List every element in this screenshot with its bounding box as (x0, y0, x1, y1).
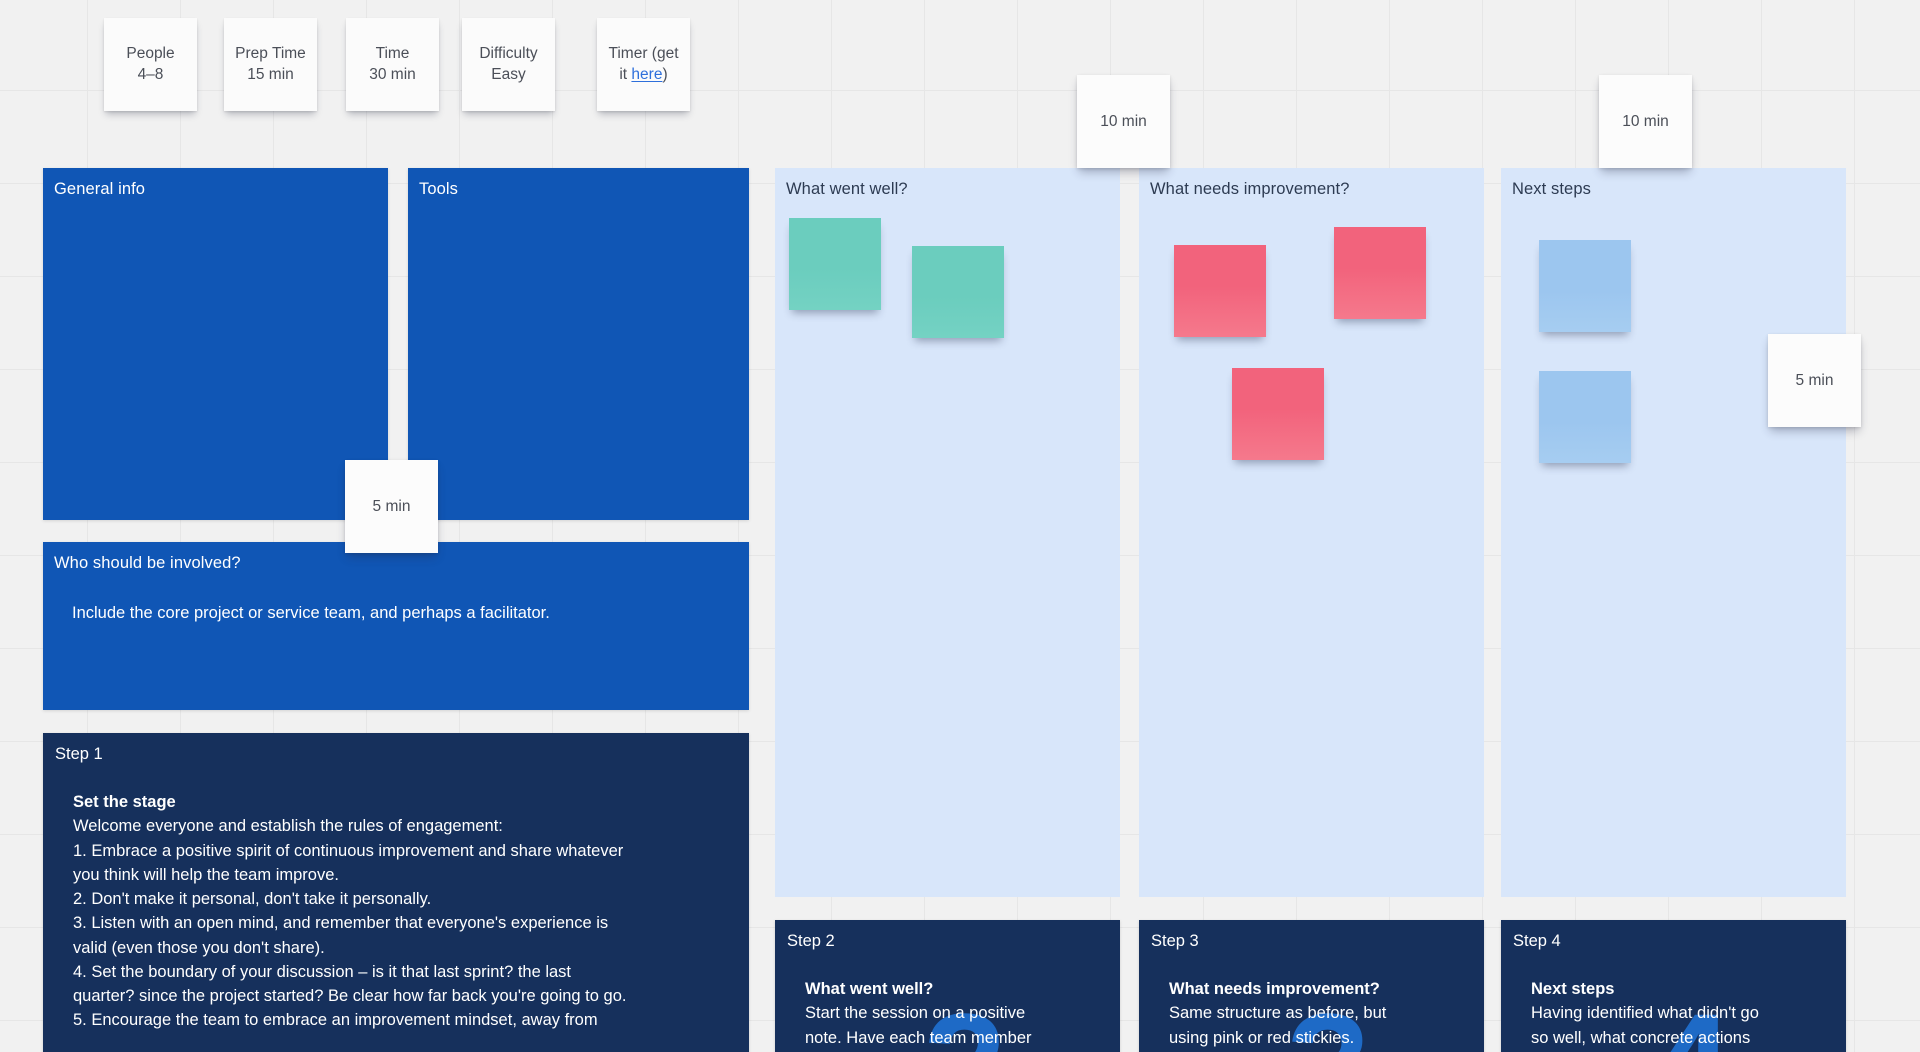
timer-card-label: 10 min (1100, 112, 1147, 130)
panel-who-should-be-involved: Who should be involved? Include the core … (43, 542, 749, 710)
step-heading: What needs improvement? (1169, 980, 1380, 998)
sticky-note-pink[interactable] (1334, 227, 1426, 319)
step-body-line: Having identified what didn't go (1531, 1004, 1759, 1023)
meta-card-value: 15 min (247, 65, 294, 83)
meta-card-value: Easy (491, 65, 526, 83)
meta-card-label: Timer (get (608, 44, 679, 62)
step-body-line: 1. Embrace a positive spirit of continuo… (73, 841, 624, 860)
step-label: Step 1 (55, 745, 103, 763)
meta-card-label: Prep Time (235, 44, 306, 62)
column-title: What went well? (786, 180, 908, 198)
column-title: Next steps (1512, 180, 1591, 198)
timer-card-label: 5 min (1795, 371, 1834, 389)
meta-card-value: it here) (619, 65, 668, 83)
meta-card-timer-get[interactable]: Timer (get it here) (597, 18, 690, 111)
sticky-note-blue[interactable] (1539, 371, 1631, 463)
meta-card-value: 30 min (369, 65, 416, 83)
step-label: Step 4 (1513, 932, 1561, 950)
column-title: What needs improvement? (1150, 180, 1350, 198)
column-what-needs-improvement: What needs improvement? (1139, 168, 1484, 897)
timer-card[interactable]: 5 min (345, 460, 438, 553)
meta-card-label: Difficulty (479, 44, 538, 62)
sticky-note-teal[interactable] (912, 246, 1004, 338)
step-heading: Set the stage (73, 793, 176, 811)
step-body-line: 5. Encourage the team to embrace an impr… (73, 1011, 598, 1030)
column-next-steps: Next steps (1501, 168, 1846, 897)
timer-card-label: 10 min (1622, 112, 1669, 130)
panel-general-info: General info (43, 168, 388, 520)
step-body: What went well? Start the session on a po… (787, 977, 1108, 1050)
step-body-line: 3. Listen with an open mind, and remembe… (73, 914, 609, 933)
meta-card-prep-time[interactable]: Prep Time 15 min (224, 18, 317, 111)
column-what-went-well: What went well? (775, 168, 1120, 897)
step-body-line: Start the session on a positive (805, 1004, 1026, 1023)
step-label: Step 3 (1151, 932, 1199, 950)
meta-card-label: People (126, 44, 175, 62)
step-body-line: using pink or red stickies. (1169, 1028, 1355, 1047)
step-body-line: valid (even those you don't share). (73, 938, 325, 957)
step-body-line: note. Have each team member (805, 1028, 1032, 1047)
sticky-note-pink[interactable] (1174, 245, 1266, 337)
step-heading: Next steps (1531, 980, 1615, 998)
panel-body: Include the core project or service team… (72, 604, 550, 622)
meta-card-inner: Prep Time 15 min (229, 44, 312, 85)
panel-tools: Tools (408, 168, 749, 520)
step-label: Step 2 (787, 932, 835, 950)
timer-link[interactable]: here (631, 65, 663, 83)
meta-card-label: Time (375, 44, 410, 62)
meta-card-people[interactable]: People 4–8 (104, 18, 197, 111)
meta-card-time[interactable]: Time 30 min (346, 18, 439, 111)
step-body-line: 2. Don't make it personal, don't take it… (73, 890, 432, 908)
step-body-line: so well, what concrete actions (1531, 1028, 1751, 1047)
step-body-line: you think will help the team improve. (73, 865, 339, 884)
step-body-line: Welcome everyone and establish the rules… (73, 817, 503, 836)
sticky-note-pink[interactable] (1232, 368, 1324, 460)
meta-card-inner: People 4–8 (109, 44, 192, 85)
step-body-line: 4. Set the boundary of your discussion –… (73, 962, 572, 981)
sticky-note-teal[interactable] (789, 218, 881, 310)
step-body: What needs improvement? Same structure as… (1151, 977, 1472, 1050)
panel-title: Who should be involved? (54, 554, 241, 572)
meta-card-inner: Timer (get it here) (602, 44, 685, 85)
timer-card[interactable]: 5 min (1768, 334, 1861, 427)
timer-card[interactable]: 10 min (1077, 75, 1170, 168)
timer-card-label: 5 min (372, 497, 411, 515)
sticky-note-blue[interactable] (1539, 240, 1631, 332)
meta-card-value: 4–8 (137, 65, 164, 83)
step-heading: What went well? (805, 980, 934, 998)
timer-card[interactable]: 10 min (1599, 75, 1692, 168)
panel-title: Tools (419, 180, 459, 198)
panel-title: General info (54, 180, 146, 198)
meta-card-inner: Time 30 min (351, 44, 434, 85)
step-body-line: Same structure as before, but (1169, 1004, 1387, 1023)
step-body-line: quarter? since the project started? Be c… (73, 987, 627, 1005)
